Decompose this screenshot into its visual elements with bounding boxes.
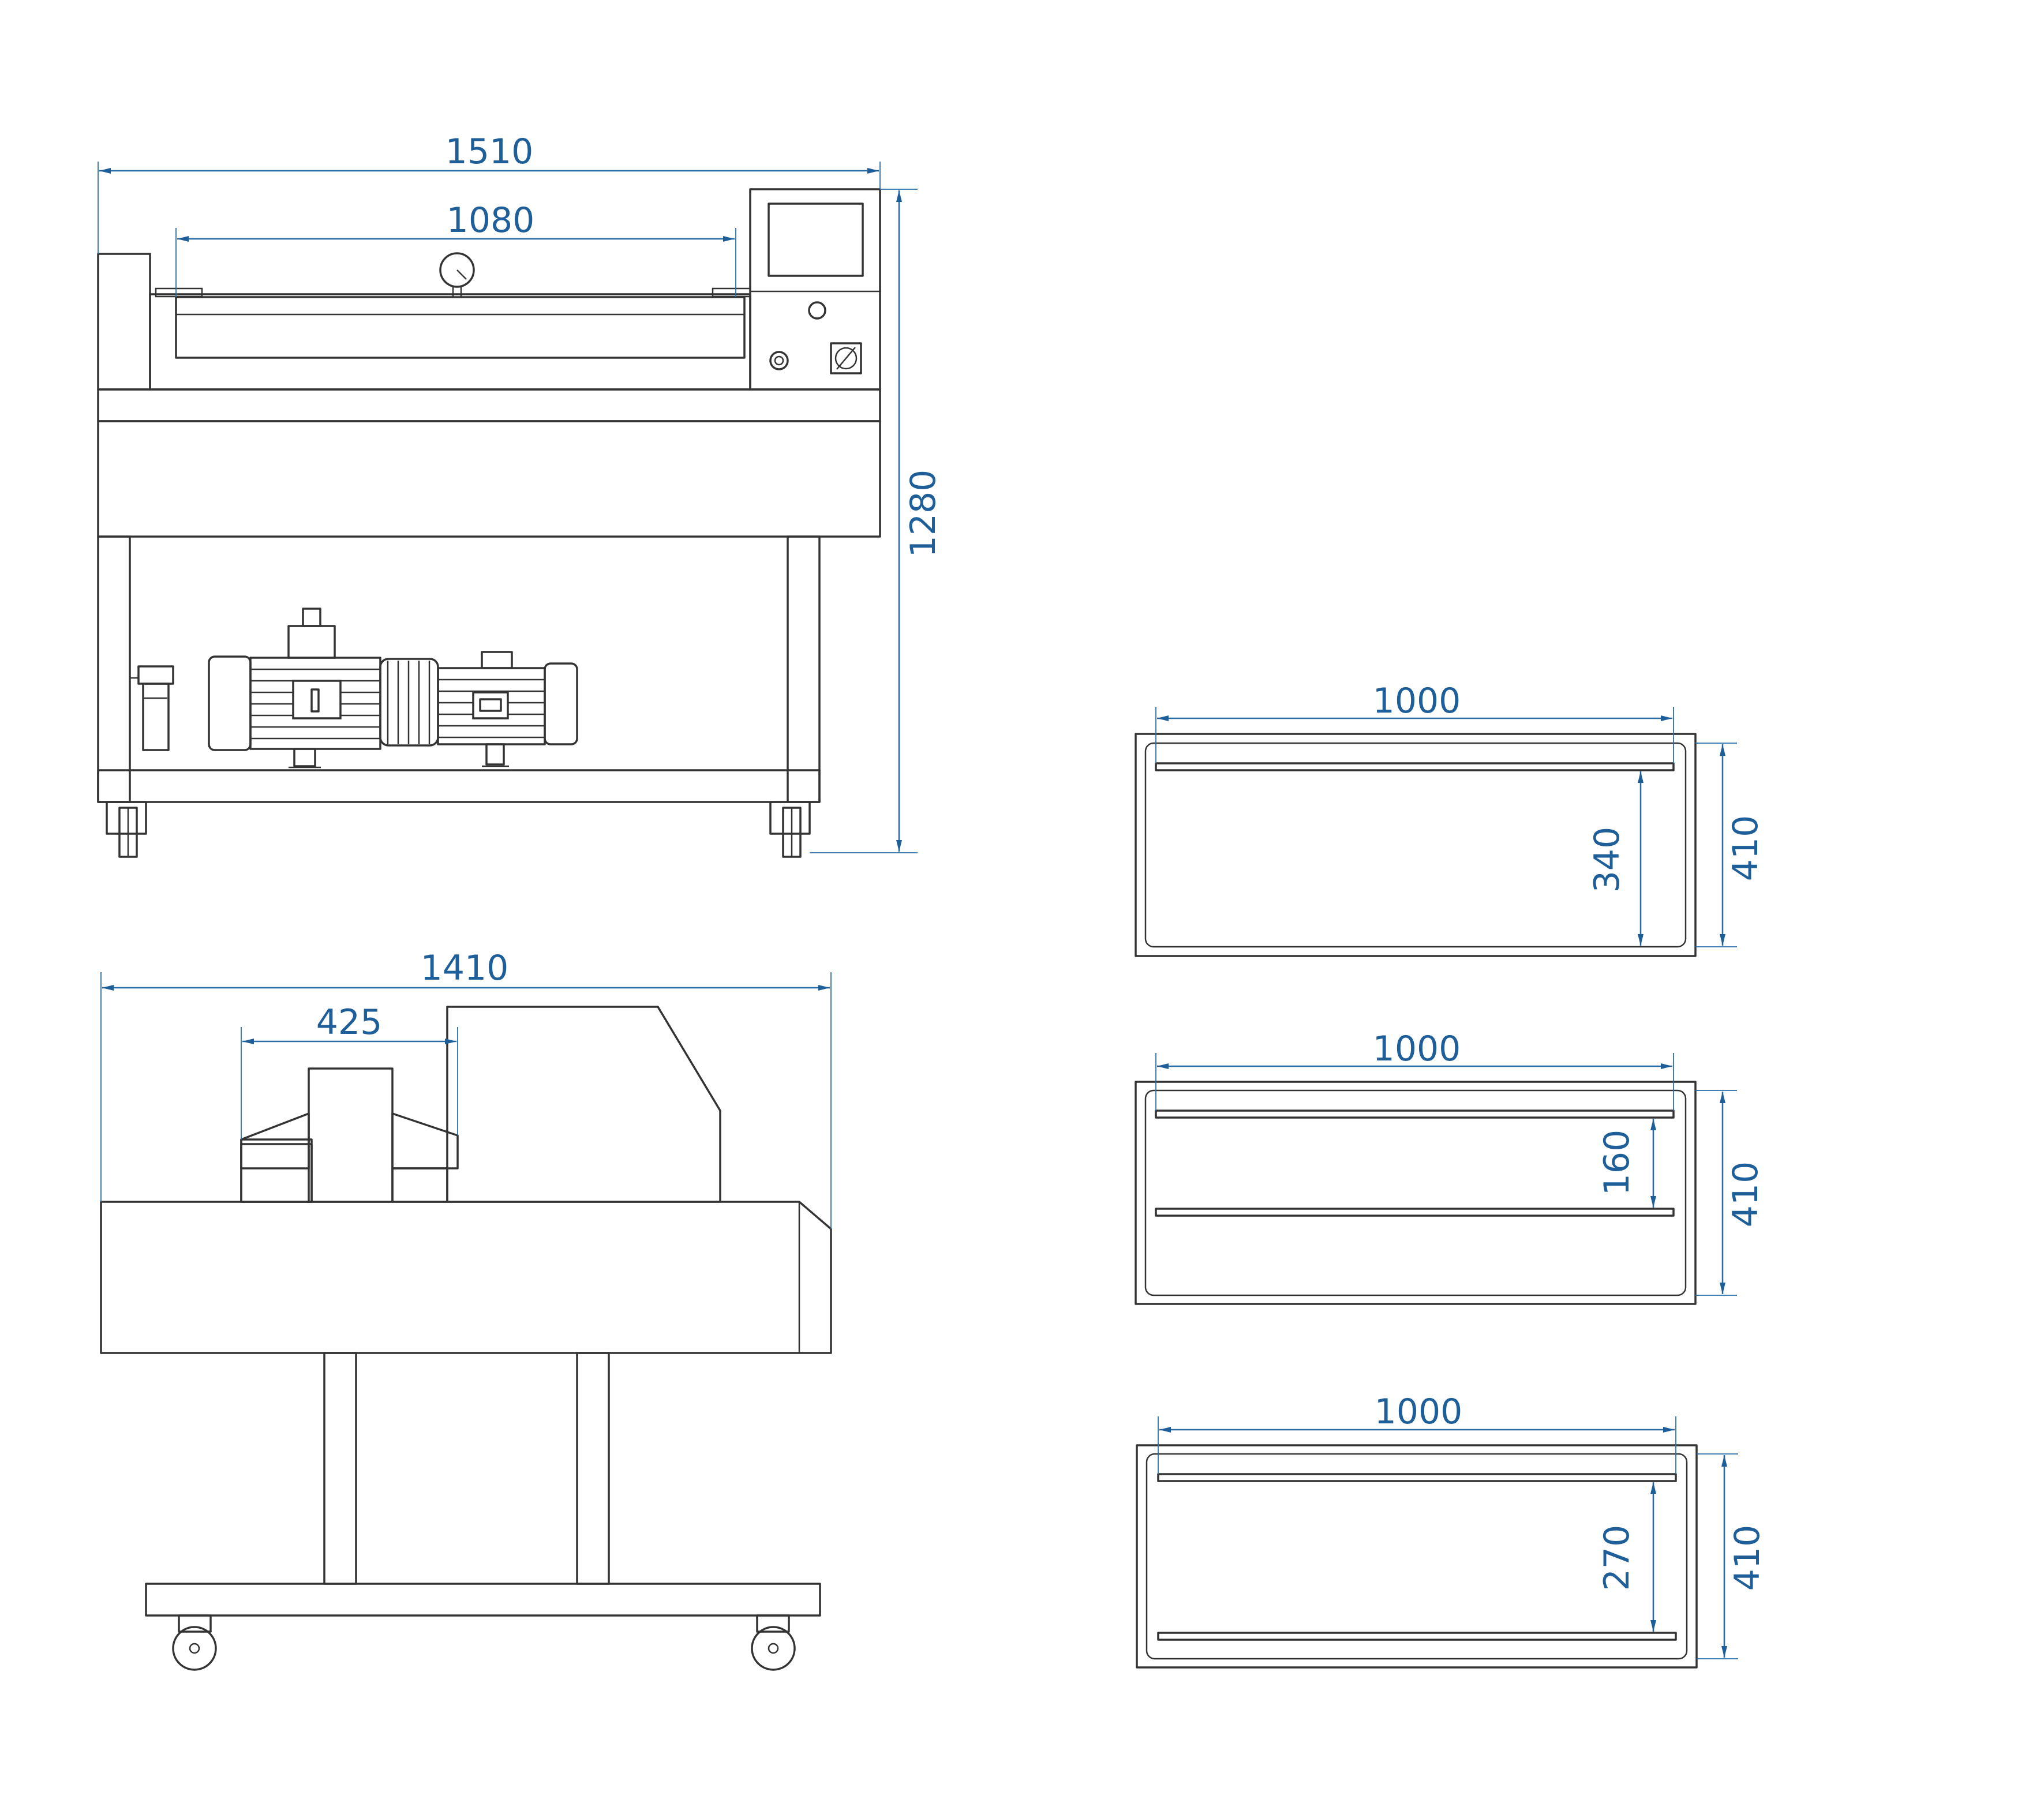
- chamber-frame: [149, 293, 751, 391]
- chamber-outline-3: [1136, 1444, 1698, 1669]
- seal-layout-3: 1000 270 410: [1136, 1392, 1768, 1669]
- dim-overall-depth: 1410: [100, 948, 832, 1229]
- dim-label-425: 425: [316, 1002, 383, 1043]
- caster-side-left: [172, 1614, 217, 1671]
- seal-bar-2b: [1155, 1208, 1675, 1217]
- vacuum-pump-icon: [208, 608, 381, 769]
- dim-head-depth: 425: [241, 1002, 458, 1139]
- filter-icon: [130, 665, 174, 751]
- right-leg: [787, 535, 821, 803]
- side-column-right: [576, 1352, 610, 1585]
- lid-hinge-right: [712, 287, 751, 298]
- motor-icon: [437, 651, 578, 767]
- dim-label-1000-c: 1000: [1375, 1392, 1463, 1432]
- side-view: [100, 1006, 832, 1671]
- side-cover: [446, 1006, 721, 1203]
- head-wing-left: [240, 1112, 310, 1169]
- dim-overall-width: 1510: [98, 132, 881, 254]
- dim-overall-height: 1280: [810, 189, 944, 853]
- seal-bar-1: [1155, 762, 1675, 771]
- indicator-lamp-icon: [808, 301, 826, 320]
- side-base: [145, 1583, 821, 1617]
- dim-label-410-c: 410: [1727, 1525, 1768, 1591]
- seal-layout-1: 1000 340 410: [1135, 681, 1766, 957]
- machine-body: [97, 420, 881, 538]
- dim-label-160: 160: [1597, 1130, 1637, 1196]
- caster-side-right: [751, 1614, 796, 1671]
- base-shelf: [97, 769, 821, 803]
- side-column-left: [323, 1352, 357, 1585]
- dim-label-410-b: 410: [1725, 1161, 1766, 1228]
- sealing-head: [308, 1067, 394, 1203]
- chamber-outline-2: [1135, 1081, 1697, 1305]
- dim-label-1280: 1280: [903, 470, 944, 558]
- caster-left: [106, 801, 147, 858]
- dim-label-1000-a: 1000: [1373, 681, 1461, 721]
- dim-label-1510: 1510: [446, 132, 534, 172]
- left-side-block: [97, 253, 151, 391]
- display-screen: [768, 203, 864, 277]
- dim-label-1000-b: 1000: [1373, 1029, 1461, 1069]
- chamber-outline-1: [1135, 733, 1697, 957]
- dim-label-340: 340: [1587, 827, 1627, 893]
- seal-bar-3b: [1157, 1632, 1677, 1641]
- dim-chamber-width: 1080: [175, 200, 736, 297]
- left-leg: [97, 535, 131, 803]
- chamber-lid: [175, 296, 746, 359]
- dim-label-1410: 1410: [421, 948, 509, 988]
- front-view: [97, 188, 881, 858]
- coupling-icon: [379, 658, 439, 747]
- sealing-head-post: [240, 1138, 313, 1203]
- dim-label-270: 270: [1597, 1525, 1637, 1591]
- head-wing-right: [391, 1112, 459, 1169]
- caster-right: [769, 801, 811, 858]
- emergency-switch-icon: [830, 342, 862, 374]
- dim-label-1080: 1080: [447, 200, 535, 241]
- side-body: [100, 1201, 832, 1354]
- seal-bar-3a: [1157, 1473, 1677, 1482]
- seal-layout-2: 1000 160 410: [1135, 1029, 1766, 1305]
- table-top: [97, 388, 881, 422]
- lid-hinge-left: [155, 287, 203, 298]
- dim-label-410-a: 410: [1725, 815, 1766, 882]
- pressure-gauge-icon: [439, 252, 475, 298]
- power-button-icon: [769, 351, 789, 370]
- seal-bar-2a: [1155, 1109, 1675, 1119]
